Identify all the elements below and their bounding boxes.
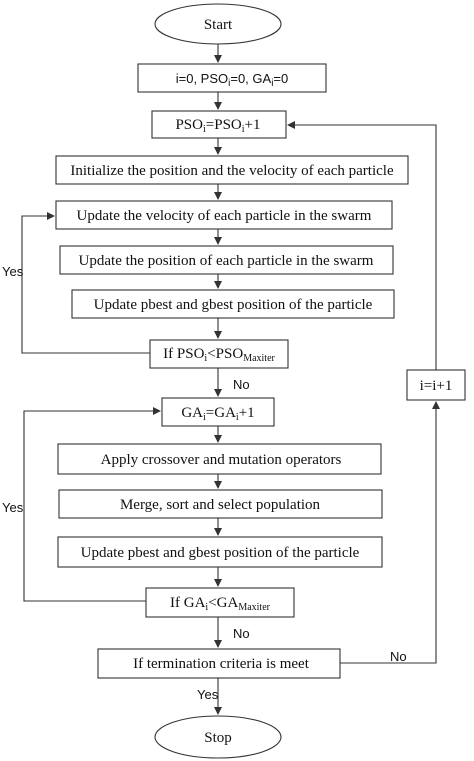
ga-check-label: If GAi<GAMaxiter [170,595,271,613]
merge-label: Merge, sort and select population [120,497,321,513]
ga-check-box [145,587,295,618]
yes-ga-label: Yes [2,500,24,515]
pso-check-box [149,339,289,369]
update-velocity-label: Update the velocity of each particle in … [77,208,372,224]
pso-increment-label: PSOi=PSOi+1 [175,117,260,135]
ga-increment-box [161,397,275,427]
update-pbest-ga-label: Update pbest and gbest position of the p… [81,545,360,561]
ga-increment-label: GAi=GAi+1 [181,405,254,423]
crossover-label: Apply crossover and mutation operators [101,452,342,468]
termination-no-connector [340,401,440,664]
no-pso-label: No [233,377,250,392]
update-pbest-ga-box [57,536,383,568]
update-position-label: Update the position of each particle in … [79,253,374,269]
stop-terminal [154,715,282,759]
init-counters-label: i=0, PSOi=0, GAi=0 [176,71,289,89]
i-increment-label: i=i+1 [420,378,453,394]
stop-label: Stop [204,730,232,746]
start-label: Start [204,17,233,33]
no-term-label: No [390,649,407,664]
pso-check-label: If PSOi<PSOMaxiter [163,346,275,364]
initialize-box [55,155,409,185]
update-position-box [59,245,394,275]
termination-label: If termination criteria is meet [133,656,310,672]
update-pbest-pso-label: Update pbest and gbest position of the p… [94,297,373,313]
no-ga-label: No [233,626,250,641]
i-increment-box [406,369,466,401]
init-counters-box [137,63,327,93]
yes-pso-label: Yes [2,264,24,279]
initialize-label: Initialize the position and the velocity… [70,163,394,179]
update-pbest-pso-box [71,289,395,319]
loop-back-connector [287,121,437,370]
loop-ga-yes-connector [23,407,161,602]
update-velocity-box [55,200,393,230]
loop-pso-yes-connector [21,212,150,354]
pso-increment-box [151,110,287,139]
yes-term-label: Yes [197,687,219,702]
termination-box [97,648,341,679]
crossover-box [57,443,382,475]
merge-box [58,489,383,519]
